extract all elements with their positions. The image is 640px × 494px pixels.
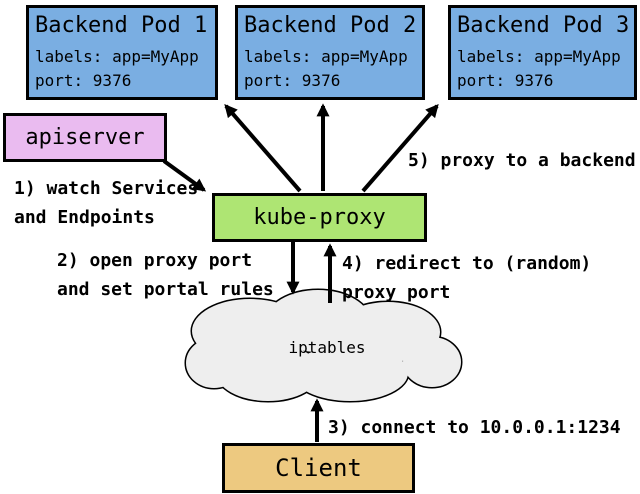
backend-pod-1-box: Backend Pod 1 labels: app=MyApp port: 93… (26, 5, 218, 100)
iptables-cloud-label: iptables (288, 338, 366, 357)
backend-pod-2-box: Backend Pod 2 labels: app=MyApp port: 93… (235, 5, 425, 100)
backend-pod-1-labels: labels: app=MyApp (35, 47, 199, 66)
annotation-redirect: 4) redirect to (random) proxy port (342, 253, 592, 303)
client-title: Client (275, 454, 362, 482)
client-box: Client (222, 443, 415, 493)
backend-pod-2-port: port: 9376 (244, 71, 341, 90)
kube-proxy-box: kube-proxy (212, 193, 427, 242)
kube-proxy-title: kube-proxy (253, 205, 386, 230)
annotation-connect: 3) connect to 10.0.0.1:1234 (328, 417, 621, 438)
apiserver-box: apiserver (3, 113, 167, 162)
backend-pod-1-port: port: 9376 (35, 71, 132, 90)
backend-pod-2-labels: labels: app=MyApp (244, 47, 408, 66)
annotation-open-proxy-port: 2) open proxy port and set portal rules (57, 250, 274, 300)
backend-pod-3-box: Backend Pod 3 labels: app=MyApp port: 93… (448, 5, 637, 100)
apiserver-title: apiserver (25, 125, 145, 150)
annotation-proxy-to-backend: 5) proxy to a backend (408, 150, 636, 171)
arrow-kubeproxy-to-pod1 (224, 104, 302, 193)
backend-pod-2-title: Backend Pod 2 (244, 13, 417, 38)
backend-pod-1-title: Backend Pod 1 (35, 13, 208, 38)
backend-pod-3-labels: labels: app=MyApp (457, 47, 621, 66)
backend-pod-3-title: Backend Pod 3 (457, 13, 630, 38)
backend-pod-3-port: port: 9376 (457, 71, 554, 90)
annotation-watch-services: 1) watch Services and Endpoints (14, 178, 199, 228)
